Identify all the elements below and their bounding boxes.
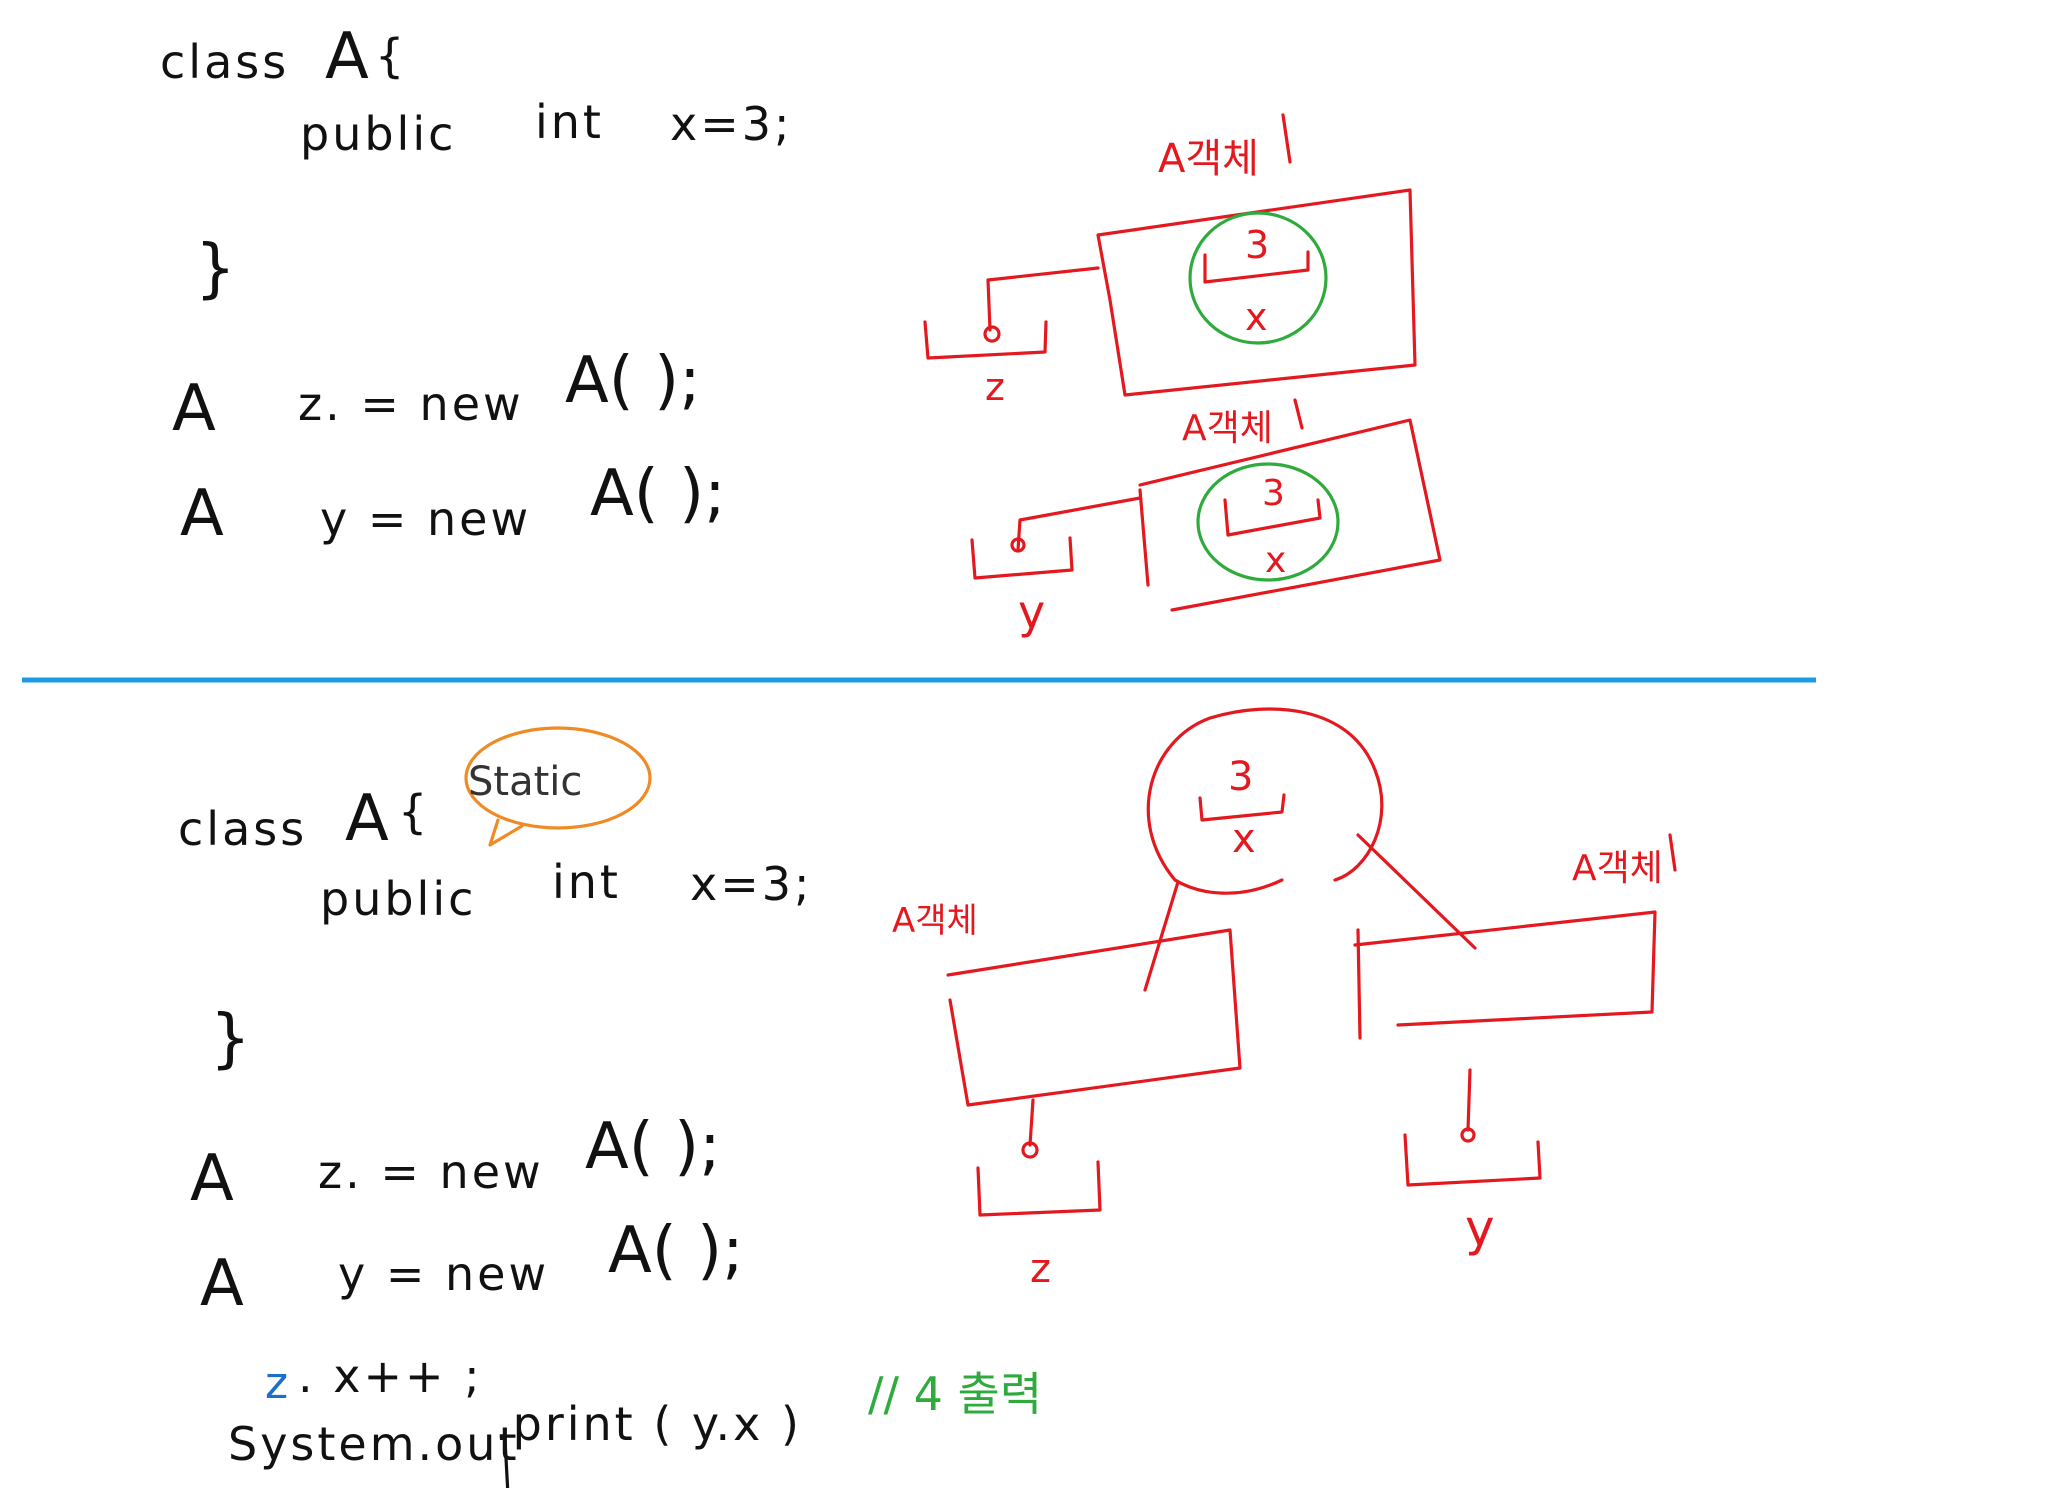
bottom-ref2-label: y: [1465, 1199, 1495, 1257]
top-object1-field-circle: [1188, 211, 1328, 345]
bottom-ref2-dot: [1460, 1127, 1476, 1143]
top-ref1-label: z: [985, 365, 1005, 409]
bottom-public-keyword: public: [320, 872, 476, 926]
bottom-ref1-pointer: [1028, 1098, 1035, 1147]
bottom-ref1-dot: [1021, 1141, 1039, 1159]
top-code-block: class A { public int x=3; } A z. = new A…: [160, 20, 793, 551]
top-ref2-pointer: [1016, 496, 1142, 552]
bottom-ref1-slot: [976, 1160, 1102, 1217]
bottom-line1-assign: z. = new: [318, 1145, 544, 1199]
bottom-object1-box: [946, 928, 1242, 1107]
bottom-object2-box-left: [1356, 928, 1362, 1040]
bottom-line2-constructor: A( );: [608, 1214, 744, 1288]
bottom-object2-box: [1353, 910, 1657, 1027]
top-object1-label-stroke: [1281, 113, 1292, 164]
top-object1-label: A객체: [1158, 136, 1259, 182]
top-ref2-dot: [1010, 537, 1026, 553]
bottom-class-keyword: class: [178, 802, 307, 856]
top-object2-value: 3: [1262, 473, 1285, 514]
bottom-object2-label: A객체: [1572, 848, 1663, 889]
top-object2-field-slot: [1223, 498, 1322, 537]
bottom-object2-label-stroke: [1668, 833, 1677, 872]
top-object2-label: A객체: [1182, 408, 1273, 449]
bottom-print-system: System.out: [228, 1417, 520, 1471]
top-object2-field-circle: [1196, 462, 1340, 582]
top-class-keyword: class: [160, 35, 289, 89]
bottom-static-value: 3: [1228, 754, 1253, 800]
bottom-object1-label: A객체: [892, 901, 978, 941]
top-object2-label-stroke: [1293, 398, 1304, 430]
top-diagram: A객체 3 x z A객체 3 x y: [923, 113, 1442, 639]
top-object2-box: [1138, 418, 1442, 612]
bottom-print-stroke: [503, 1438, 510, 1488]
bottom-static-field-circle: [1146, 707, 1384, 895]
top-open-brace: {: [375, 29, 407, 83]
bottom-line2-type: A: [200, 1247, 244, 1321]
bottom-print-comment: // 4 출력: [868, 1367, 1042, 1421]
bottom-code-block: class A { Static public int x=3; } A z. …: [178, 726, 1042, 1488]
bottom-line1-type: A: [190, 1142, 234, 1216]
bottom-object2-static-link: [1356, 833, 1477, 950]
bottom-class-name: A: [345, 782, 389, 856]
bottom-line2-assign: y = new: [338, 1247, 549, 1301]
top-class-name: A: [325, 20, 369, 94]
top-ref1-dot: [983, 325, 1001, 343]
top-object2-field-name: x: [1265, 540, 1286, 581]
bottom-static-field-slot: [1198, 793, 1286, 822]
static-highlight-circle: [464, 726, 652, 830]
bottom-close-brace: }: [210, 1002, 251, 1076]
bottom-open-brace: {: [398, 785, 430, 839]
bottom-diagram: 3 x A객체 z A객체 y: [892, 707, 1677, 1292]
top-public-keyword: public: [300, 107, 456, 161]
top-ref1-slot: [923, 320, 1048, 360]
top-line1-type: A: [172, 372, 216, 446]
bottom-increment-object: z: [265, 1358, 288, 1409]
top-close-brace: }: [195, 232, 236, 306]
bottom-line1-constructor: A( );: [585, 1110, 721, 1184]
top-ref2-label: y: [1018, 585, 1045, 639]
top-object1-value: 3: [1245, 223, 1269, 267]
top-line1-constructor: A( );: [565, 344, 701, 418]
bottom-ref2-pointer: [1466, 1068, 1472, 1132]
bottom-increment-statement: . x++ ;: [298, 1349, 483, 1403]
top-ref2-slot: [970, 536, 1074, 580]
bottom-int-keyword: int: [552, 855, 621, 909]
bottom-static-field-name: x: [1232, 816, 1256, 862]
bottom-static-keyword: Static: [468, 759, 582, 805]
static-highlight-tail: [488, 818, 524, 847]
bottom-field-declaration: x=3;: [690, 857, 813, 911]
top-line2-type: A: [180, 477, 224, 551]
top-object1-field-name: x: [1245, 295, 1268, 339]
bottom-ref1-label: z: [1030, 1246, 1051, 1292]
top-int-keyword: int: [535, 95, 604, 149]
top-ref1-pointer: [986, 266, 1100, 332]
top-object2-box-left: [1138, 488, 1150, 587]
bottom-object1-static-link: [1143, 880, 1180, 992]
top-object1-field-slot: [1203, 250, 1310, 284]
top-line1-assign: z. = new: [298, 377, 524, 431]
top-field-declaration: x=3;: [670, 97, 793, 151]
top-object1-box: [1096, 188, 1417, 397]
top-line2-constructor: A( );: [590, 457, 726, 531]
bottom-ref2-slot: [1403, 1133, 1542, 1187]
top-line2-assign: y = new: [320, 492, 531, 546]
bottom-print-call: .print ( y.x ): [495, 1397, 802, 1451]
